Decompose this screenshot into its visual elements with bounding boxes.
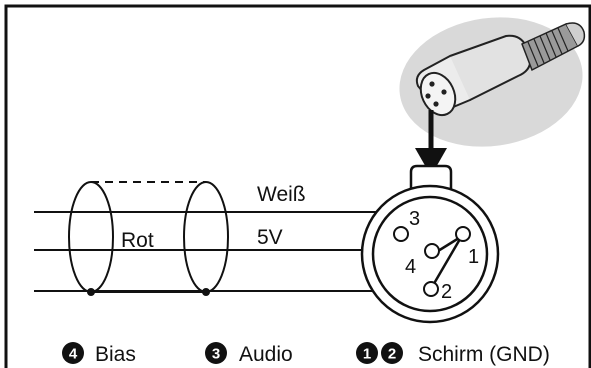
- legend-label-shield: Schirm (GND): [418, 343, 550, 366]
- wire-label-voltage: 5V: [257, 226, 283, 249]
- legend-item-bias: 4 Bias: [62, 342, 136, 366]
- pin-label-1: 1: [468, 246, 479, 268]
- pin-label-2: 2: [441, 281, 452, 303]
- legend-label-bias: Bias: [95, 343, 136, 366]
- insertion-arrow: [415, 110, 447, 176]
- legend: 4 Bias 3 Audio 1 2 Schirm (GND): [62, 342, 550, 366]
- legend-label-audio: Audio: [239, 343, 293, 366]
- legend-item-shield: 1 2 Schirm (GND): [356, 342, 550, 366]
- diagram-frame: [4, 4, 591, 368]
- pin-1: [455, 226, 471, 242]
- pin-4: [424, 243, 440, 259]
- pin-2: [423, 281, 439, 297]
- legend-number-3: 3: [212, 346, 220, 363]
- legend-number-4: 4: [69, 346, 78, 363]
- legend-number-2: 2: [388, 346, 396, 363]
- connector-pins: [393, 226, 471, 297]
- shield-ground-dot-right: [202, 288, 210, 296]
- pin-3: [393, 226, 409, 242]
- connector-plug-illustration: [399, 17, 586, 147]
- pin-label-3: 3: [409, 208, 420, 230]
- legend-item-audio: 3 Audio: [205, 342, 293, 366]
- shield-ground-dot-left: [87, 288, 95, 296]
- pin-label-4: 4: [405, 256, 416, 278]
- legend-number-1: 1: [363, 346, 371, 363]
- wire-label-white: Weiß: [257, 183, 306, 206]
- wire-label-red: Rot: [121, 229, 154, 252]
